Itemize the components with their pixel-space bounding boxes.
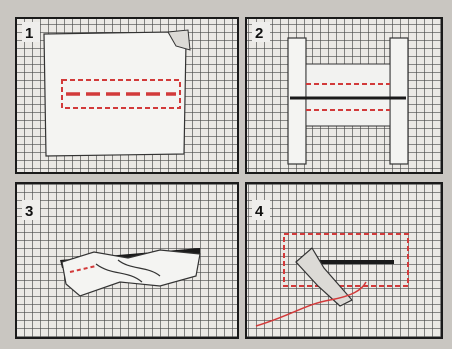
step-number: 2 <box>255 25 263 42</box>
step-number: 3 <box>25 203 33 220</box>
step-panel-4: 4 <box>246 183 442 338</box>
step-panel-2: 2 <box>246 18 442 173</box>
center-fabric <box>306 64 390 126</box>
step-panel-1: 1 <box>16 18 238 173</box>
step-number: 1 <box>25 25 33 42</box>
step-number: 4 <box>255 203 264 220</box>
right-fabric-strip <box>390 38 408 164</box>
left-fabric-strip <box>288 38 306 164</box>
step-panel-3: 3 <box>16 183 238 338</box>
